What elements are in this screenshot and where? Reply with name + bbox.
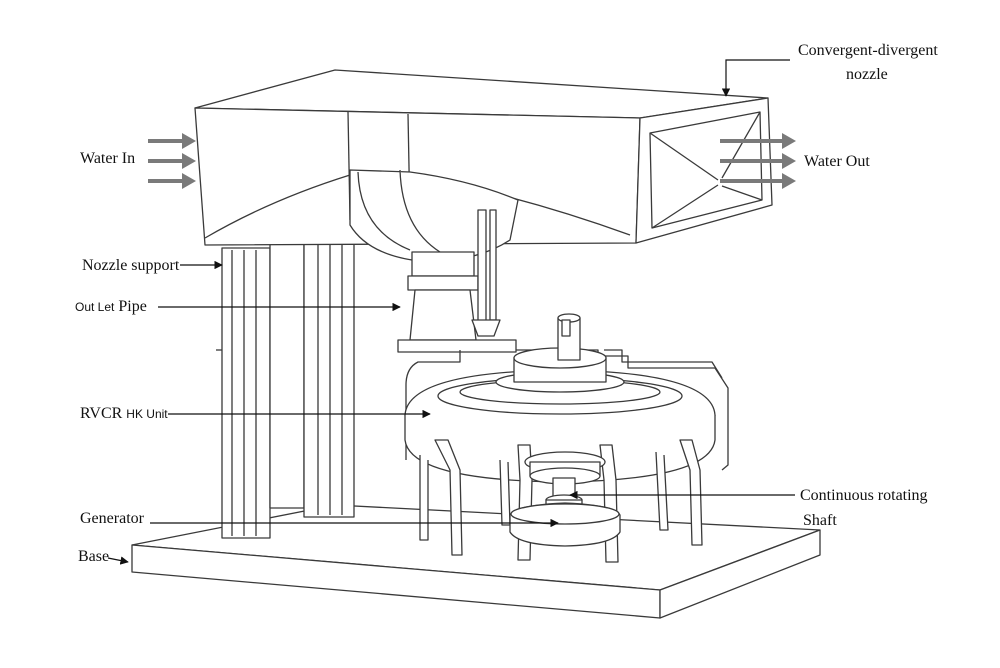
nozzle-support-label: Nozzle support (82, 257, 180, 274)
rvcr-text: RVCR (80, 405, 123, 422)
rvcr-small-text: HK Unit (126, 407, 168, 421)
shaft-label-line2: Shaft (803, 512, 837, 529)
rvcr-label: RVCR HK Unit (80, 405, 168, 423)
side-piping (405, 349, 729, 471)
outlet-pipe-text: Pipe (118, 298, 147, 315)
rvcr-unit (404, 313, 716, 483)
shaft-label-line1: Continuous rotating (800, 487, 928, 504)
water-out-arrows (720, 133, 796, 189)
nozzle-leader (721, 59, 790, 97)
outlet-small-text: Out Let (75, 300, 115, 314)
water-in-label: Water In (80, 150, 136, 167)
water-in-arrows (148, 133, 196, 189)
base-slab (131, 504, 821, 619)
base-leader (107, 556, 129, 565)
nozzle-label-line1: Convergent-divergent (798, 42, 938, 59)
generator-label: Generator (80, 510, 144, 527)
base-label: Base (78, 548, 110, 565)
outlet-pipe-label: Out Let Pipe (75, 298, 147, 316)
nozzle-support-columns (216, 231, 355, 539)
nozzle-label-line2: nozzle (846, 66, 888, 83)
support-legs (419, 439, 703, 563)
nozzle-bend (349, 169, 519, 263)
water-out-label: Water Out (804, 153, 870, 170)
